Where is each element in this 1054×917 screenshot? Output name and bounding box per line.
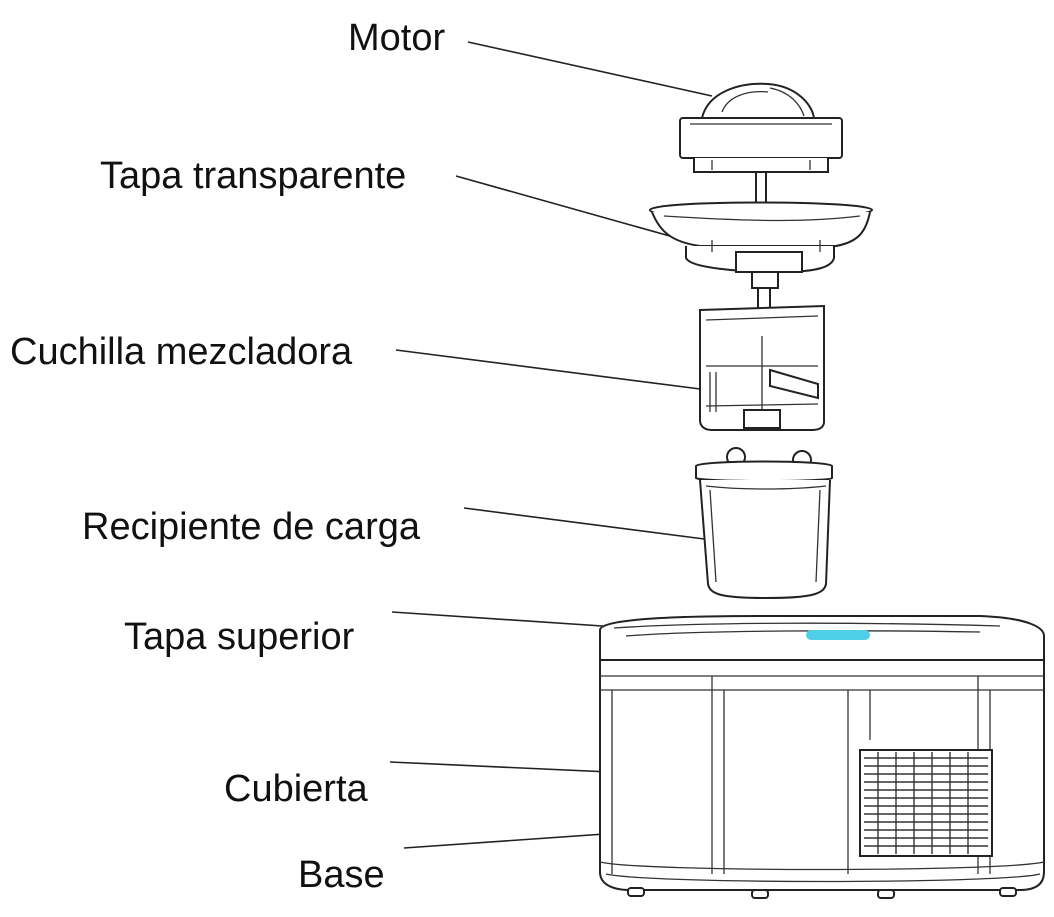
- motor-part: [679, 82, 843, 209]
- main-unit-part: [599, 615, 1045, 899]
- cuchilla-mezcladora-part: [699, 287, 825, 431]
- leader-tapa-transparente: [455, 175, 685, 241]
- base-band: [599, 861, 1045, 871]
- leader-motor: [467, 41, 713, 97]
- indicator-light: [806, 630, 870, 640]
- tapa-transparente-part: [648, 201, 874, 289]
- label-cubierta: Cubierta: [224, 768, 368, 810]
- leader-tapa-superior: [391, 611, 633, 629]
- label-tapa-superior: Tapa superior: [124, 616, 355, 658]
- label-motor: Motor: [348, 17, 446, 59]
- label-recipiente-de-carga: Recipiente de carga: [82, 506, 420, 548]
- label-base: Base: [298, 854, 385, 896]
- label-cuchilla-mezcladora: Cuchilla mezcladora: [10, 331, 353, 373]
- label-tapa-transparente: Tapa transparente: [100, 155, 407, 197]
- leader-cuchilla: [395, 349, 709, 391]
- leader-lines: [389, 41, 713, 849]
- recipiente-de-carga-part: [695, 447, 833, 600]
- leader-recipiente: [463, 507, 713, 541]
